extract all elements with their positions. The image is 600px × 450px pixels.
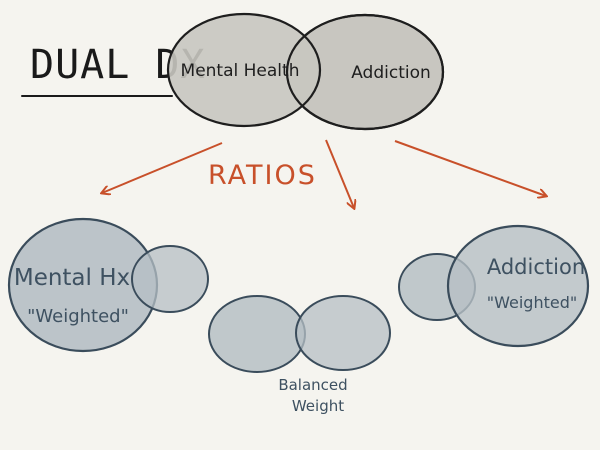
weight-label: Weight [292, 397, 344, 415]
mental-hx-weighted-label: "Weighted" [27, 306, 129, 327]
arrow-left [102, 142, 223, 193]
right-venn: Addiction "Weighted" [398, 224, 590, 348]
addiction-small-circle [131, 245, 209, 313]
addiction-large-circle [446, 224, 590, 348]
balanced-right-circle [295, 295, 391, 371]
arrow-center [325, 139, 354, 208]
addiction-circle-outline [285, 13, 445, 131]
mental-hx-label: Mental Hx [14, 265, 130, 291]
mental-health-label: Mental Health [181, 61, 300, 81]
balanced-left-circle [208, 295, 306, 373]
left-venn: Mental Hx "Weighted" [7, 217, 209, 353]
addiction-weighted-title: Addiction [487, 255, 585, 279]
mental-health-circle [166, 12, 322, 128]
addiction-weighted-label: "Weighted" [487, 293, 577, 312]
balanced-label: Balanced [278, 376, 347, 394]
center-venn: Balanced Weight [208, 295, 391, 415]
arrows [102, 139, 546, 208]
arrow-right [394, 140, 546, 196]
top-venn: Mental Health Addiction [166, 12, 445, 131]
ratios-label: RATIOS [208, 160, 317, 191]
addiction-label: Addiction [351, 63, 431, 83]
